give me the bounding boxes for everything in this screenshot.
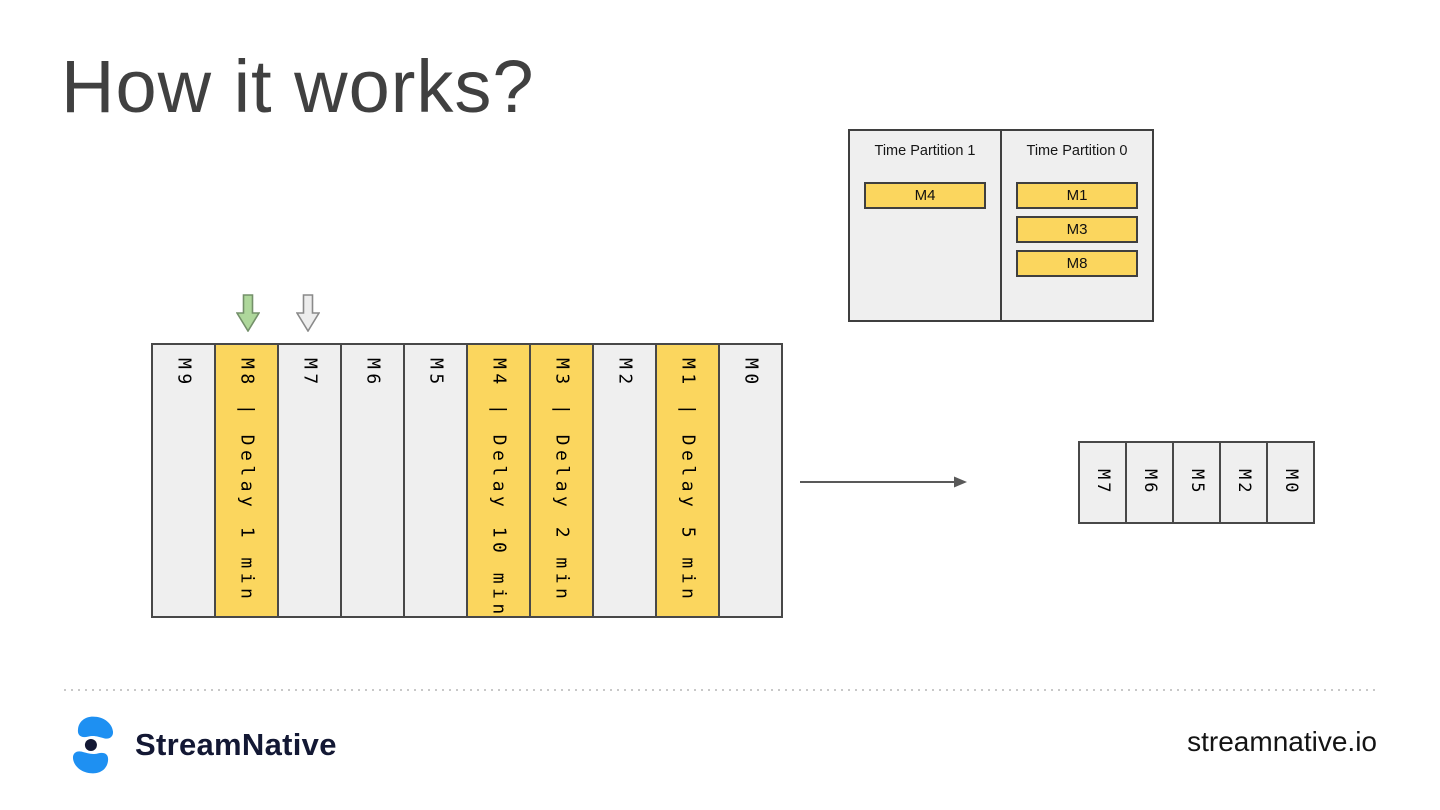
right-arrow-icon [800,476,967,488]
topic-cell-label: M8 | Delay 1 min [236,358,258,604]
topic-cell: M3 | Delay 2 min [529,343,594,618]
brand-name: StreamNative [135,727,337,762]
time-partition-1-title: Time Partition 1 [874,143,976,159]
message-cell: M3 [1016,216,1138,243]
gray-down-arrow-icon [296,294,320,332]
time-partition-0-box: Time Partition 0 M1 M3 M8 [1000,129,1154,322]
topic-cell: M6 [340,343,405,618]
time-partition-0-messages: M1 M3 M8 [1002,182,1152,277]
topic-cell-label: M0 [740,358,762,389]
output-cell: M7 [1078,441,1127,524]
output-cell: M5 [1172,441,1221,524]
page-title: How it works? [61,45,535,128]
topic-cell: M2 [592,343,657,618]
topic-cell-label: M9 [173,358,195,389]
message-cell: M1 [1016,182,1138,209]
time-partition-0-title: Time Partition 0 [1026,143,1128,159]
time-partition-1-box: Time Partition 1 M4 [848,129,1002,322]
output-strip: M7 M6 M5 M2 M0 [1078,441,1315,524]
topic-cell-label: M2 [614,358,636,389]
topic-cell-label: M3 | Delay 2 min [551,358,573,604]
footer-divider [64,689,1377,691]
streamnative-logo-icon [72,716,114,774]
brand-logo: StreamNative [68,712,337,778]
message-cell: M8 [1016,250,1138,277]
output-cell-label: M5 [1187,469,1207,496]
output-cell-label: M7 [1093,469,1113,496]
topic-cell: M9 [151,343,216,618]
output-cell-label: M0 [1281,469,1301,496]
topic-cell: M0 [718,343,783,618]
topic-cell: M5 [403,343,468,618]
time-partition-1-messages: M4 [850,182,1000,209]
website-url: streamnative.io [1187,726,1377,757]
topic-cell-label: M6 [362,358,384,389]
topic-cell-label: M4 | Delay 10 min [488,358,510,619]
green-down-arrow-icon [236,294,260,332]
topic-strip: M9 M8 | Delay 1 min M7 M6 M5 M4 | Delay … [151,343,783,619]
topic-cell: M8 | Delay 1 min [214,343,279,618]
topic-cell: M4 | Delay 10 min [466,343,531,619]
topic-cell: M1 | Delay 5 min [655,343,720,618]
time-partition-panel: Time Partition 1 M4 Time Partition 0 M1 … [848,129,1154,322]
output-cell: M0 [1266,441,1315,524]
output-cell: M2 [1219,441,1268,524]
topic-cell: M7 [277,343,342,618]
output-cell-label: M2 [1234,469,1254,496]
topic-cell-label: M7 [299,358,321,389]
topic-cell-label: M5 [425,358,447,389]
output-cell: M6 [1125,441,1174,524]
topic-cell-label: M1 | Delay 5 min [677,358,699,604]
output-cell-label: M6 [1140,469,1160,496]
message-cell: M4 [864,182,986,209]
